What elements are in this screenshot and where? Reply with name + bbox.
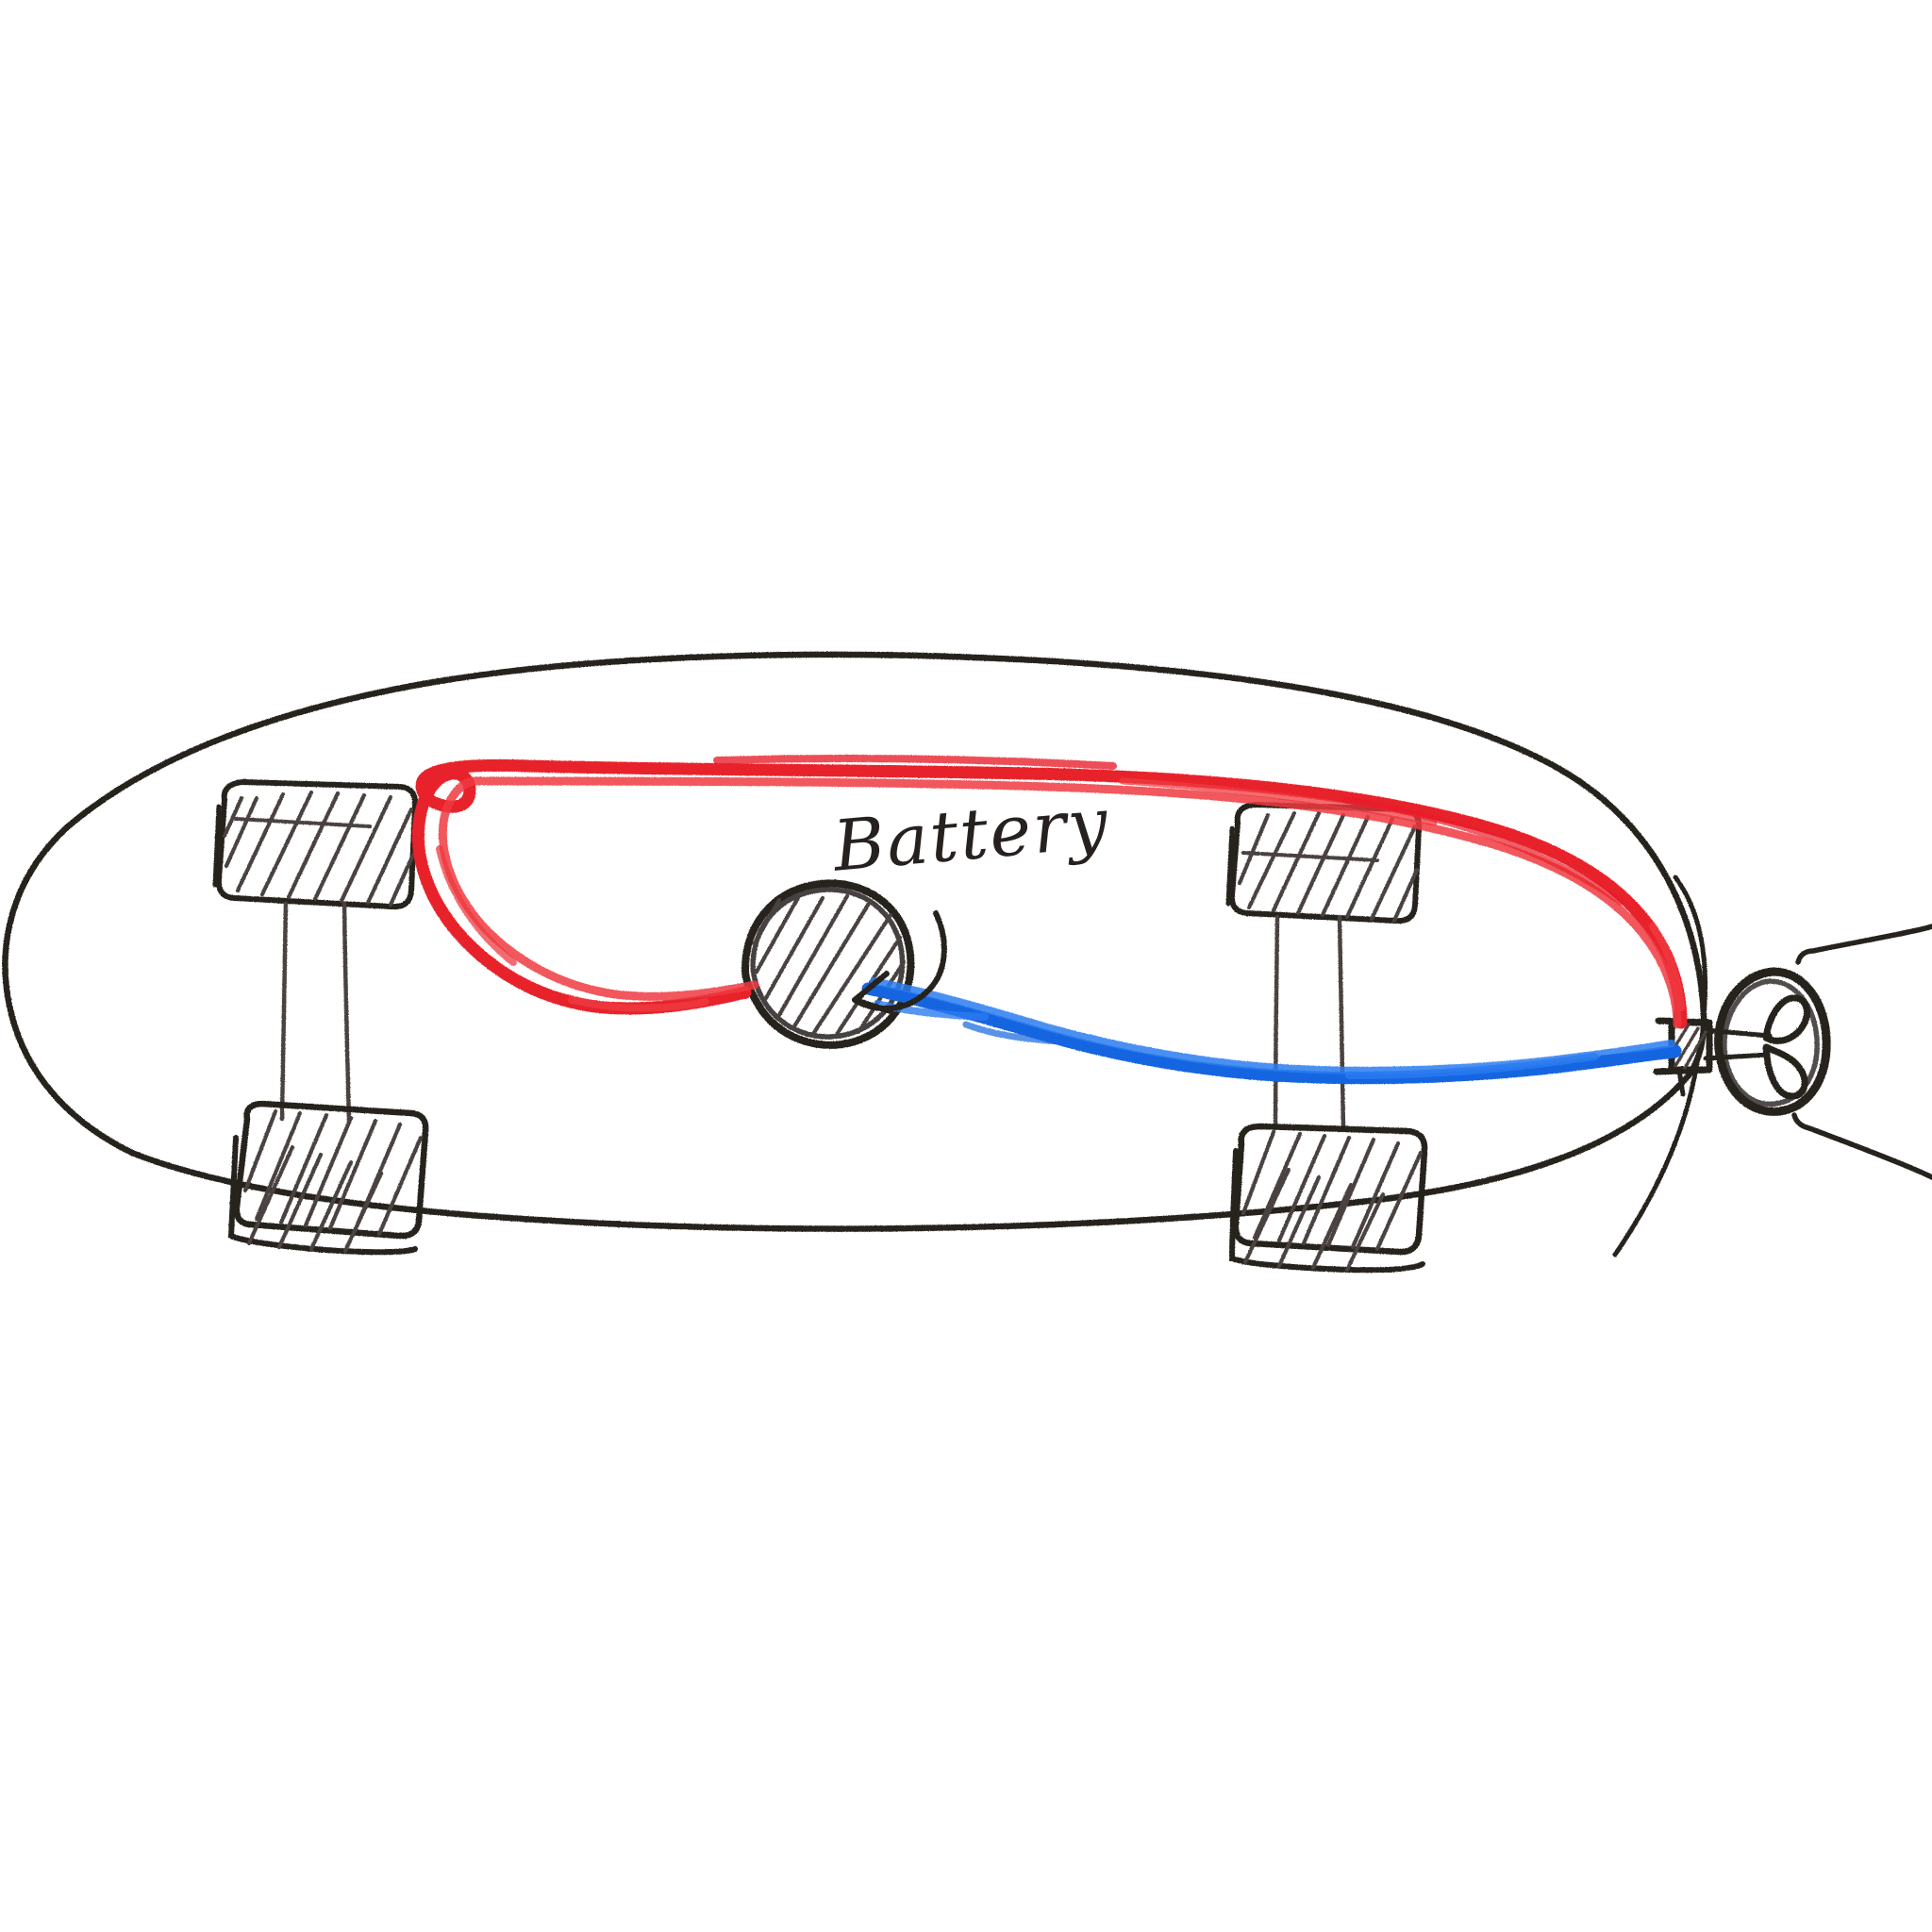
negative-wire-right-scribble bbox=[1345, 1053, 1598, 1079]
battery-outline-outer bbox=[741, 879, 915, 1049]
propeller-shaft bbox=[1703, 1027, 1773, 1039]
propeller-blade-lower bbox=[1762, 1043, 1808, 1100]
battery-label-arrow bbox=[852, 910, 947, 1014]
battery-label-arrow-head bbox=[852, 971, 893, 1014]
deck-nose-left bbox=[2, 824, 136, 1157]
negative-wire-terminal-entry bbox=[1598, 1047, 1681, 1066]
front-truck-assembly[interactable] bbox=[212, 779, 429, 1256]
positive-wire-top-scribble-c bbox=[1341, 796, 1624, 906]
positive-wire-top-scribble-a bbox=[713, 755, 1117, 770]
propeller-shroud-inner bbox=[1722, 978, 1820, 1108]
propeller-blade-upper bbox=[1762, 994, 1810, 1044]
battery-hatching bbox=[752, 891, 907, 1039]
front-truck-post bbox=[279, 901, 352, 1125]
positive-wire-top-scribble-b bbox=[1119, 777, 1438, 826]
positive-wire-descent-scribble bbox=[436, 845, 517, 966]
front-truck-bottom-block bbox=[227, 1100, 429, 1256]
thrust-cone-upper bbox=[1795, 924, 1932, 965]
rear-truck-assembly[interactable] bbox=[1225, 802, 1428, 1274]
deck-top-edge bbox=[62, 651, 1707, 1018]
rear-truck-top-block bbox=[1225, 802, 1423, 924]
thrust-cone-lower bbox=[1791, 1112, 1932, 1180]
battery-cell[interactable] bbox=[741, 879, 915, 1049]
deck-bottom-edge bbox=[128, 1010, 1707, 1232]
propeller-shaft-lower bbox=[1703, 1052, 1771, 1061]
negative-wire-blue[interactable] bbox=[861, 977, 1682, 1085]
propeller-shroud bbox=[1714, 967, 1831, 1116]
deck-tail-edge bbox=[1673, 874, 1708, 1020]
positive-wire-battery-scribble bbox=[568, 996, 709, 1012]
positive-wire-main bbox=[411, 758, 1688, 1029]
negative-wire-flick-two bbox=[962, 1021, 1066, 1045]
positive-wire-second-stroke bbox=[438, 776, 1682, 1029]
skateboard-deck[interactable] bbox=[2, 651, 1708, 1257]
rear-truck-post bbox=[1273, 914, 1346, 1133]
front-truck-top-block bbox=[212, 779, 419, 910]
positive-wire-tail-scribble bbox=[1649, 923, 1685, 1011]
deck-tail-edge-lower bbox=[1612, 1054, 1701, 1257]
thrust-cone bbox=[1791, 924, 1932, 1180]
motor-mount-post-lower bbox=[1676, 1067, 1686, 1097]
rear-truck-bottom-block bbox=[1228, 1123, 1428, 1274]
positive-wire-red[interactable] bbox=[411, 755, 1688, 1029]
